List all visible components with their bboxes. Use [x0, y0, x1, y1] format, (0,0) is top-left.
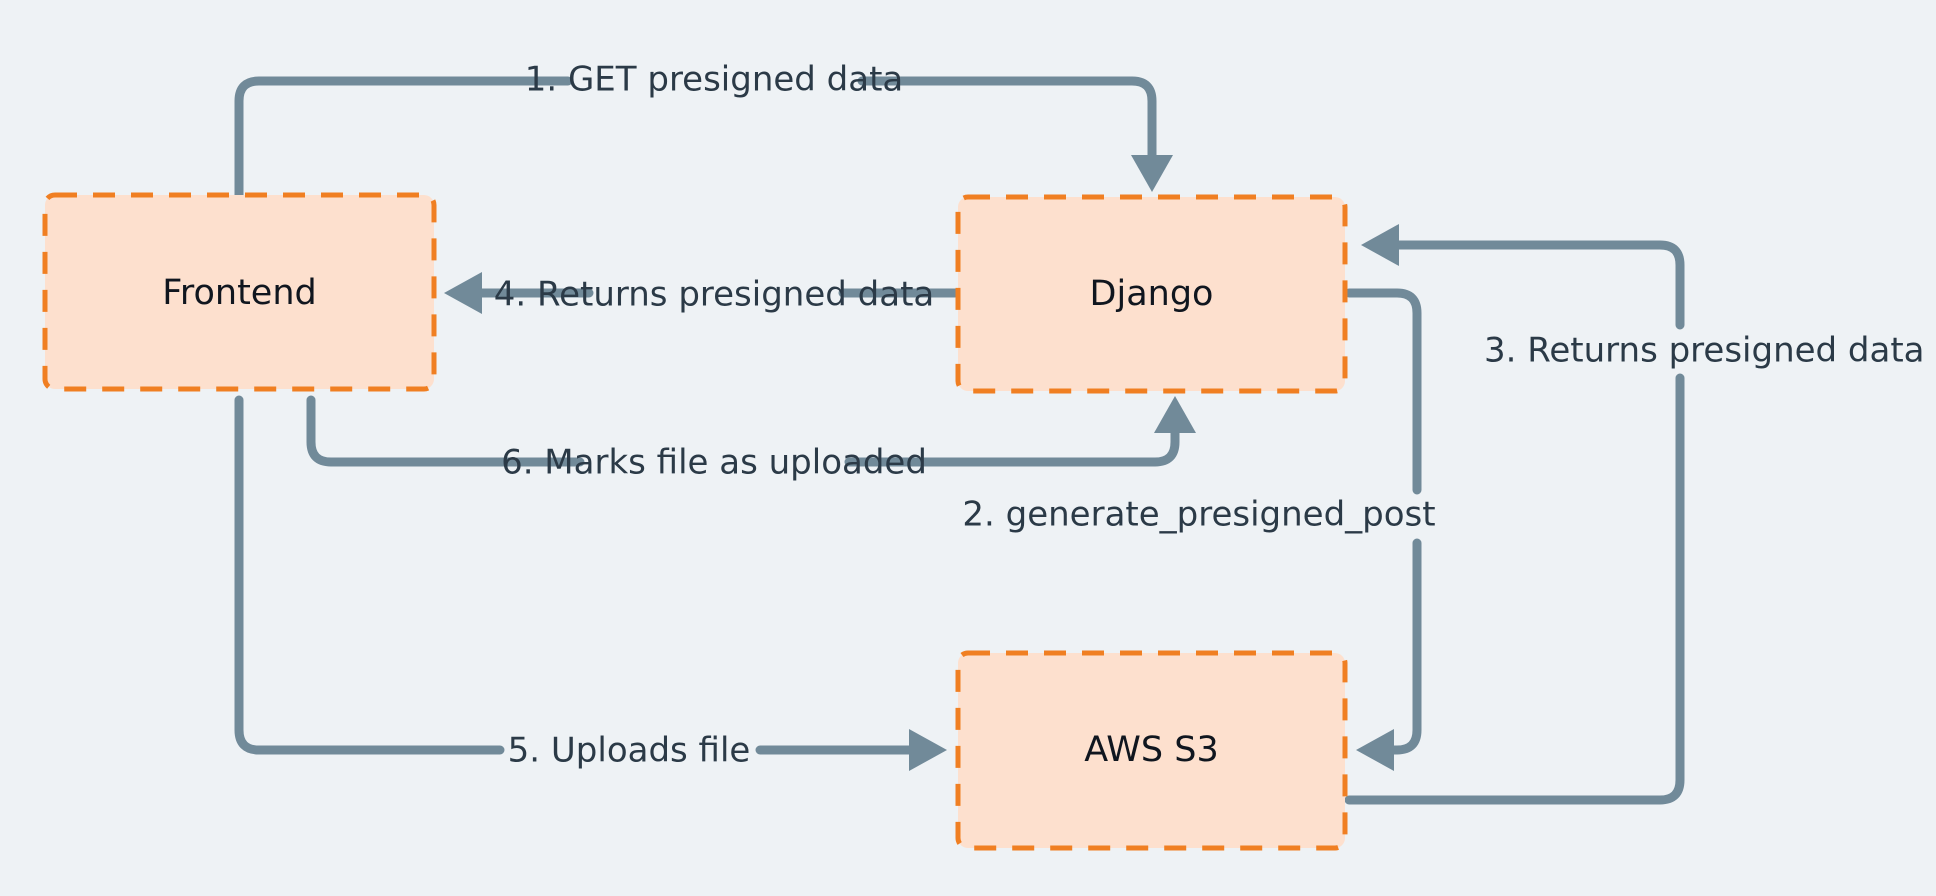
edge-2-generate-presigned-post: 2. generate_presigned_post: [962, 288, 1436, 771]
edge-4-returns-presigned-data: 4. Returns presigned data: [444, 272, 960, 315]
edge-3-arrowhead: [1361, 224, 1399, 266]
node-frontend-box[interactable]: [42, 192, 437, 392]
node-django-box[interactable]: [955, 194, 1348, 394]
edge-5-arrowhead: [909, 729, 947, 771]
node-aws-s3-box[interactable]: [955, 650, 1348, 851]
edge-6-arrowhead: [1154, 396, 1196, 433]
edge-5-uploads-file: 5. Uploads file: [234, 395, 947, 771]
edge-3-label: 3. Returns presigned data: [1484, 331, 1925, 371]
edge-1-label: 1. GET presigned data: [525, 60, 904, 100]
edge-3-returns-presigned-data: 3. Returns presigned data: [1344, 224, 1925, 805]
node-frontend[interactable]: Frontend: [42, 192, 437, 392]
edge-5-path: [234, 395, 920, 755]
node-frontend-label: Frontend: [162, 273, 316, 313]
edge-2-label: 2. generate_presigned_post: [962, 495, 1435, 535]
edge-1-arrowhead: [1131, 155, 1173, 192]
edge-2-arrowhead: [1356, 729, 1394, 771]
edge-3-path: [1344, 240, 1685, 805]
edge-1-get-presigned-data: 1. GET presigned data: [234, 60, 1173, 201]
node-aws-s3-label: AWS S3: [1084, 730, 1218, 770]
node-django[interactable]: Django: [955, 194, 1348, 394]
node-django-label: Django: [1090, 274, 1214, 314]
edge-6-marks-file-as-uploaded: 6. Marks file as uploaded: [306, 395, 1196, 483]
edge-6-path: [306, 395, 1180, 467]
edge-2-path: [1344, 288, 1422, 755]
edge-5-label: 5. Uploads file: [508, 731, 751, 771]
edge-1-path: [234, 76, 1157, 201]
edge-6-label: 6. Marks file as uploaded: [501, 443, 927, 483]
edge-4-arrowhead: [444, 272, 482, 314]
edge-4-label: 4. Returns presigned data: [494, 275, 935, 315]
node-aws-s3[interactable]: AWS S3: [955, 650, 1348, 851]
